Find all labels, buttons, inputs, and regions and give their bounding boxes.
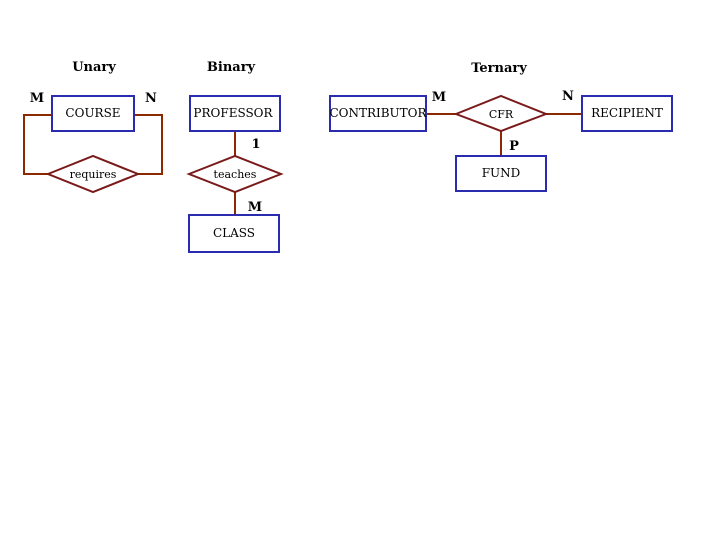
relationship-teaches-label: teaches	[214, 168, 257, 181]
cardinality-ternary-p: P	[509, 139, 519, 154]
entity-professor: PROFESSOR	[189, 95, 281, 132]
cardinality-ternary-n: N	[562, 89, 574, 104]
cardinality-ternary-m: M	[432, 90, 446, 105]
entity-fund: FUND	[455, 155, 547, 192]
unary-right-connector	[134, 114, 163, 175]
entity-class-label: CLASS	[213, 226, 255, 240]
section-title-ternary: Ternary	[471, 61, 527, 76]
entity-fund-label: FUND	[482, 166, 521, 180]
relationship-requires-label: requires	[70, 168, 117, 181]
relationship-cfr: CFR	[453, 94, 549, 133]
entity-course-label: COURSE	[65, 106, 120, 120]
entity-class: CLASS	[188, 214, 280, 253]
entity-contributor: CONTRIBUTOR	[329, 95, 428, 132]
unary-left-connector	[23, 114, 52, 175]
cardinality-binary-1: 1	[251, 137, 260, 152]
cardinality-unary-n: N	[145, 91, 157, 106]
entity-professor-label: PROFESSOR	[193, 106, 273, 120]
section-title-unary: Unary	[72, 60, 116, 75]
entity-recipient-label: RECIPIENT	[591, 106, 663, 120]
relationship-cfr-label: CFR	[489, 108, 514, 121]
entity-contributor-label: CONTRIBUTOR	[329, 106, 427, 120]
section-title-binary: Binary	[207, 60, 256, 75]
entity-recipient: RECIPIENT	[581, 95, 673, 132]
cardinality-unary-m: M	[30, 91, 44, 106]
entity-course: COURSE	[51, 95, 135, 132]
relationship-requires: requires	[45, 154, 141, 194]
relationship-teaches: teaches	[186, 154, 284, 194]
cardinality-binary-m: M	[248, 200, 262, 215]
